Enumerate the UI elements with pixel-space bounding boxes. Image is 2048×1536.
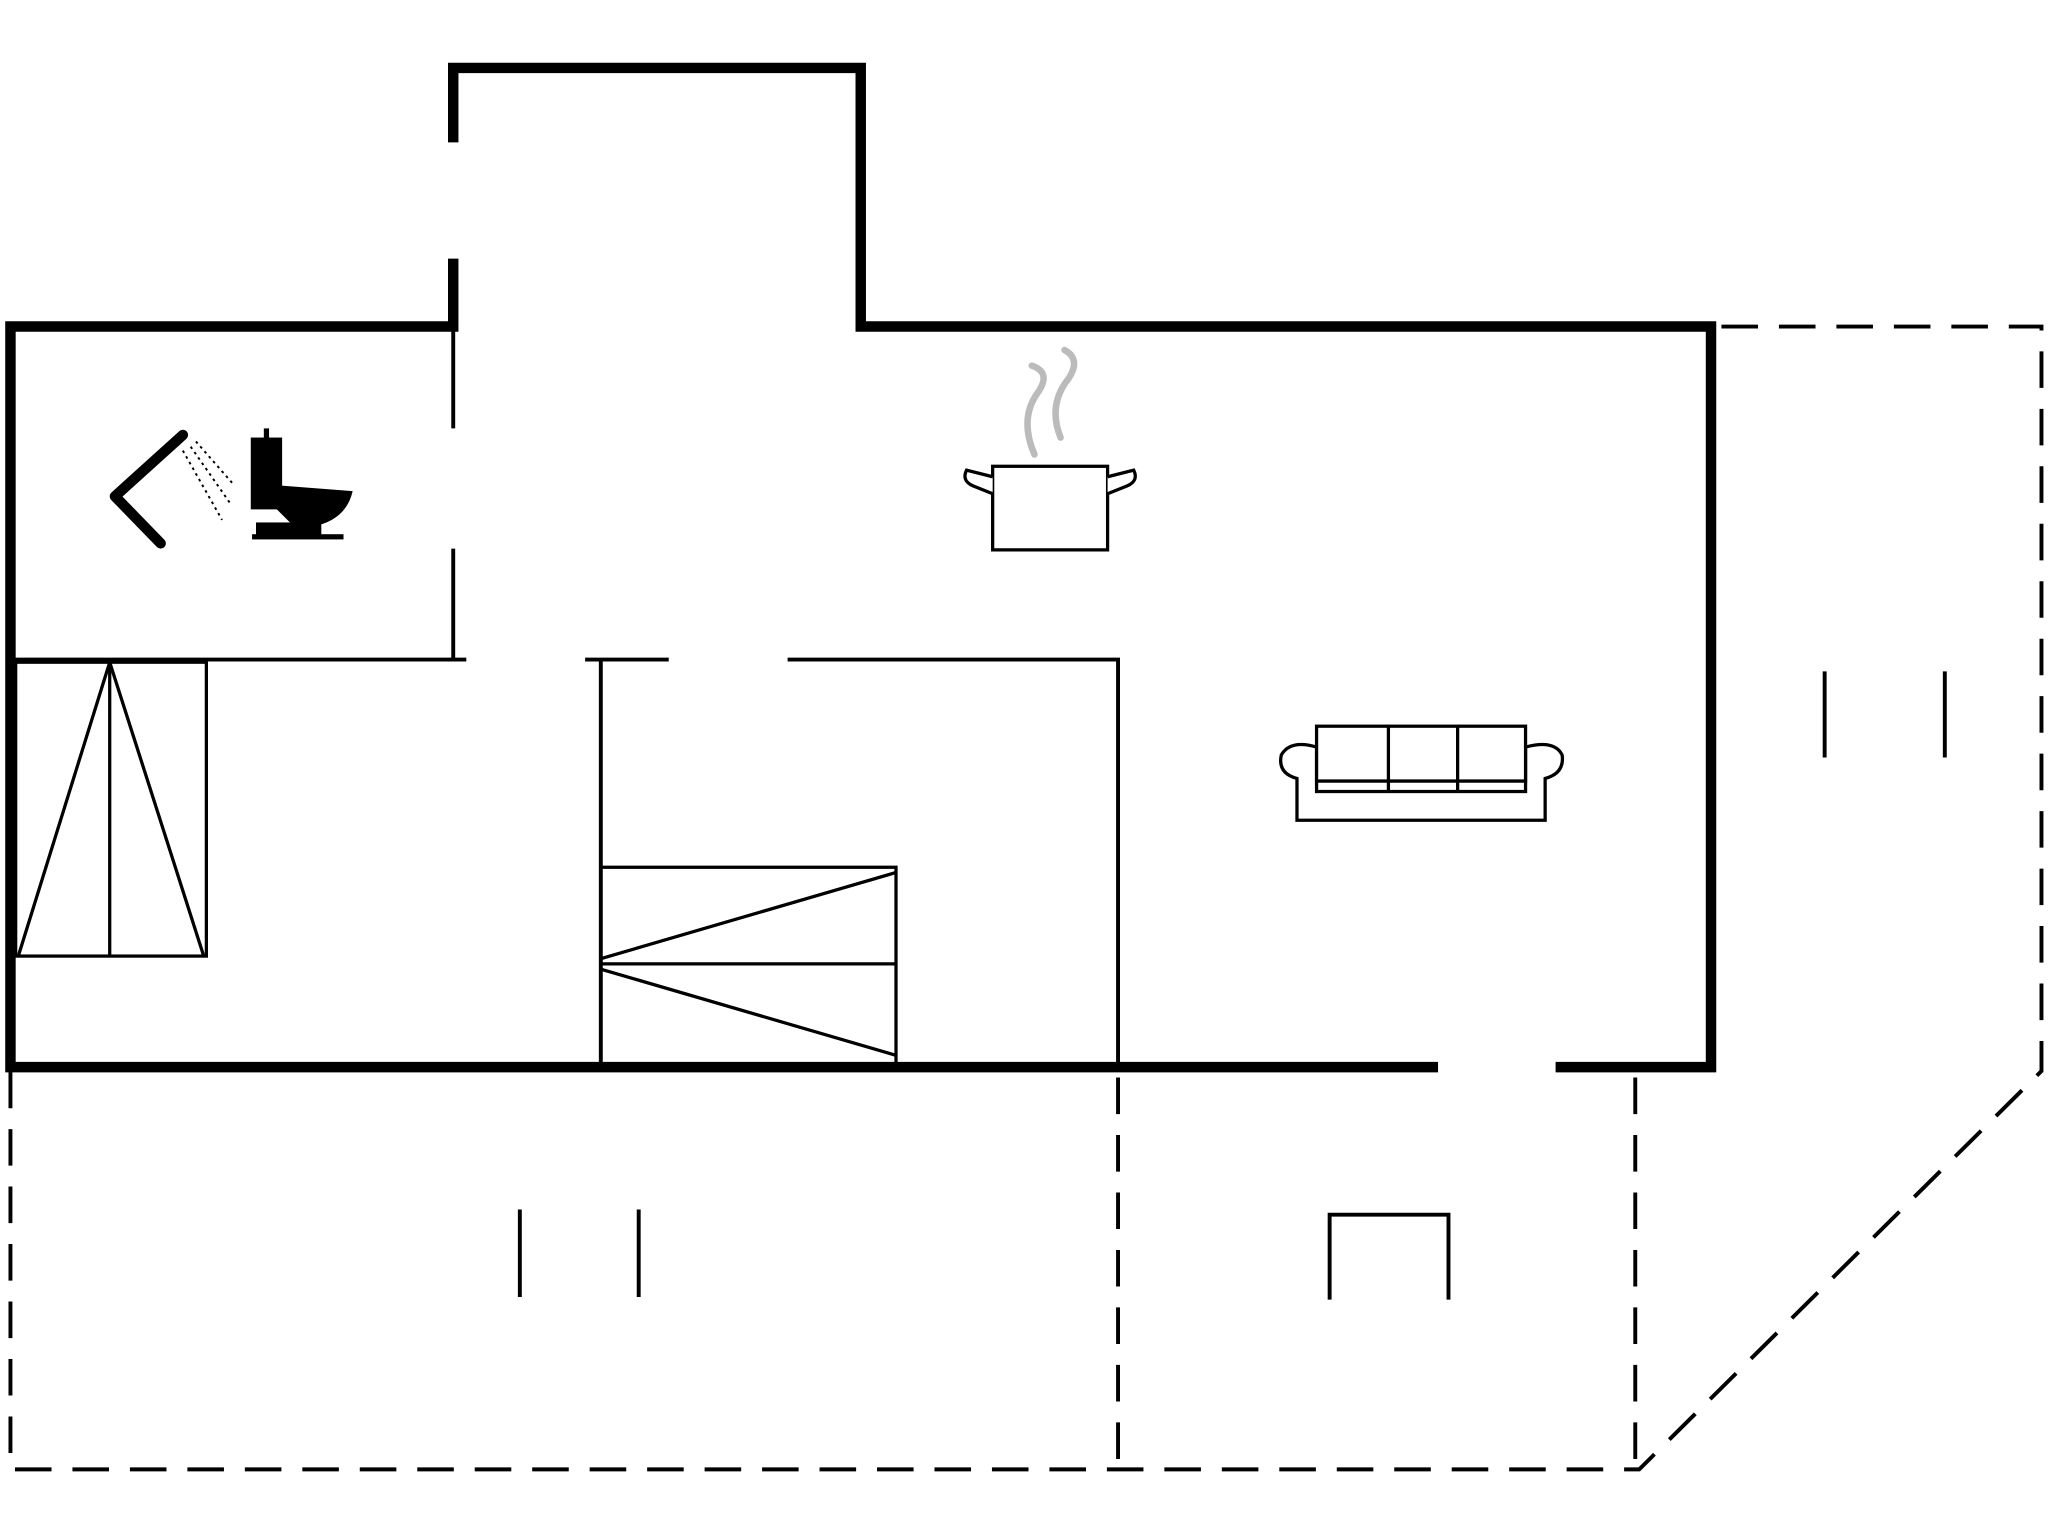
staircase-center	[599, 865, 898, 1068]
toilet-icon	[250, 428, 353, 540]
staircase-left	[14, 660, 208, 958]
cooking-pot-icon	[963, 346, 1137, 552]
terrace-outline	[8, 324, 2044, 1472]
shower-icon	[109, 429, 234, 549]
terrace-furniture	[517, 671, 1947, 1300]
outer-walls	[5, 62, 1717, 1073]
sofa-icon	[1279, 724, 1565, 822]
